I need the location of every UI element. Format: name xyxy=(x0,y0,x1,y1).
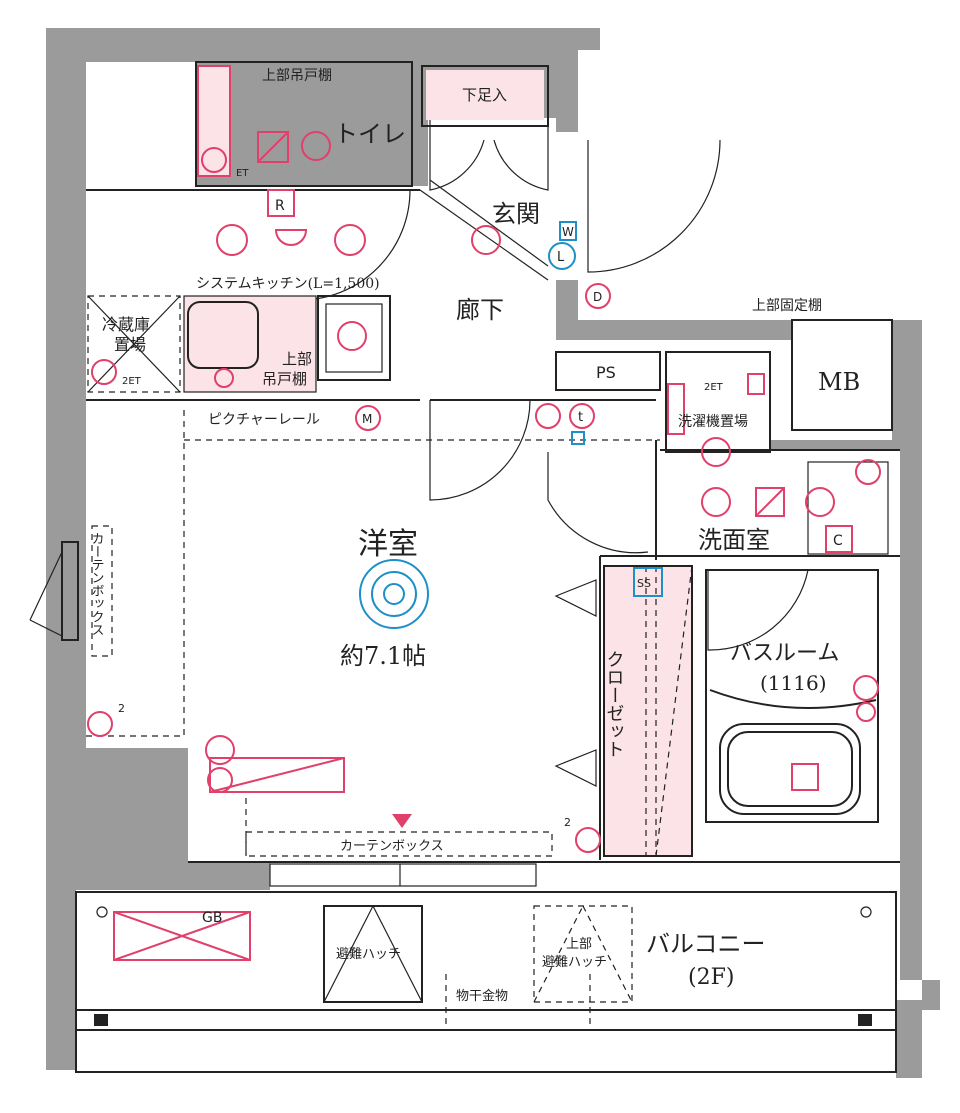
room-mb: MB xyxy=(818,368,860,396)
label-curtain-box-bottom: カーテンボックス xyxy=(340,839,444,854)
label-system-kitchen: システムキッチン(L=1,500) xyxy=(196,276,380,292)
room-western: 洋室 xyxy=(358,527,418,562)
symbol-2et-fridge: 2ET xyxy=(122,376,142,387)
symbol-2-outlet-b: 2 xyxy=(564,816,571,829)
symbol-labels: R M D C W L t SS ET 2ET 2ET 2 2 xyxy=(118,168,843,829)
symbol-et: ET xyxy=(236,168,249,179)
symbol-c: C xyxy=(833,533,843,549)
label-upper-fixed-shelf: 上部固定棚 xyxy=(752,298,822,314)
room-labels: トイレ 玄関 廊下 洋室 約7.1帖 洗面室 バスルーム (1116) バルコニ… xyxy=(89,68,861,1004)
room-entrance: 玄関 xyxy=(492,200,540,228)
symbol-r: R xyxy=(275,198,285,214)
room-toilet: トイレ xyxy=(334,120,406,148)
label-fridge-2: 置場 xyxy=(114,335,146,354)
label-upper-hatch-2: 避難ハッチ xyxy=(542,955,607,970)
symbol-2et-washer: 2ET xyxy=(704,382,724,393)
symbol-2-outlet: 2 xyxy=(118,702,125,715)
label-gb: GB xyxy=(202,910,222,926)
interior-lines xyxy=(29,61,900,1073)
symbol-w: W xyxy=(562,225,574,239)
room-ps: PS xyxy=(596,363,616,382)
label-picture-rail: ピクチャーレール xyxy=(208,412,320,428)
entry-arrow-icon xyxy=(392,814,412,828)
label-shoe-box: 下足入 xyxy=(462,86,507,104)
label-washer-space: 洗濯機置場 xyxy=(678,414,748,430)
lighting-fixtures xyxy=(359,221,663,629)
room-hallway: 廊下 xyxy=(456,296,504,324)
room-balcony: バルコニー xyxy=(646,930,766,958)
symbol-d: D xyxy=(593,290,602,304)
symbol-l: L xyxy=(557,250,565,265)
label-kitchen-shelf-2: 吊戸棚 xyxy=(262,370,307,388)
symbol-t: t xyxy=(578,410,583,425)
room-balcony-floor: (2F) xyxy=(688,965,734,990)
room-washroom: 洗面室 xyxy=(698,526,770,554)
exterior-walls xyxy=(46,28,940,1078)
room-bathroom-size: (1116) xyxy=(760,671,827,695)
label-curtain-box-side: カーテンボックス xyxy=(89,532,104,636)
room-bathroom: バスルーム xyxy=(730,641,839,666)
label-fridge-1: 冷蔵庫 xyxy=(102,315,150,334)
symbol-m: M xyxy=(362,412,372,426)
symbol-ss: SS xyxy=(637,577,651,590)
electrical-fixtures xyxy=(87,65,881,961)
label-drying-hardware: 物干金物 xyxy=(456,988,508,1004)
room-closet: クローゼット xyxy=(604,650,625,758)
label-upper-hatch-1: 上部 xyxy=(566,937,592,952)
label-kitchen-shelf-1: 上部 xyxy=(282,350,312,368)
label-upper-shelf-toilet: 上部吊戸棚 xyxy=(262,68,332,84)
label-escape-hatch: 避難ハッチ xyxy=(336,947,401,962)
room-western-size: 約7.1帖 xyxy=(340,642,426,670)
